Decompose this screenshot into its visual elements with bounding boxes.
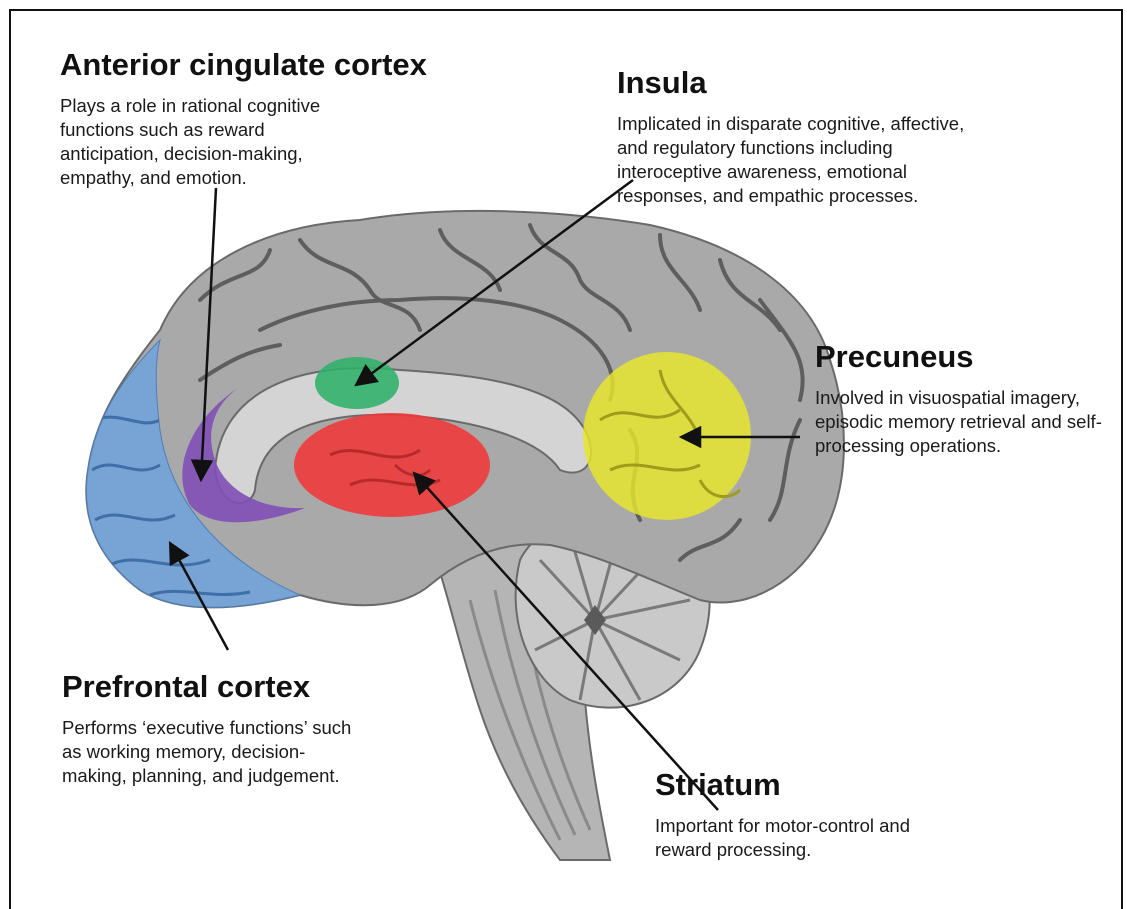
acc-label: Anterior cingulate cortex Plays a role i…	[60, 48, 480, 190]
striatum-description: Important for motor-control and reward p…	[655, 814, 915, 862]
precuneus-description: Involved in visuospatial imagery, episod…	[815, 386, 1105, 458]
striatum-title: Striatum	[655, 768, 955, 802]
acc-description: Plays a role in rational cognitive funct…	[60, 94, 360, 190]
acc-title: Anterior cingulate cortex	[60, 48, 480, 82]
precuneus-label: Precuneus Involved in visuospatial image…	[815, 340, 1115, 458]
precuneus-title: Precuneus	[815, 340, 1115, 374]
striatum-label: Striatum Important for motor-control and…	[655, 768, 955, 862]
pfc-label: Prefrontal cortex Performs ‘executive fu…	[62, 670, 422, 788]
insula-description: Implicated in disparate cognitive, affec…	[617, 112, 997, 208]
pfc-title: Prefrontal cortex	[62, 670, 422, 704]
striatum-region	[294, 413, 490, 517]
insula-label: Insula Implicated in disparate cognitive…	[617, 66, 1017, 208]
pfc-description: Performs ‘executive functions’ such as w…	[62, 716, 362, 788]
insula-title: Insula	[617, 66, 1017, 100]
